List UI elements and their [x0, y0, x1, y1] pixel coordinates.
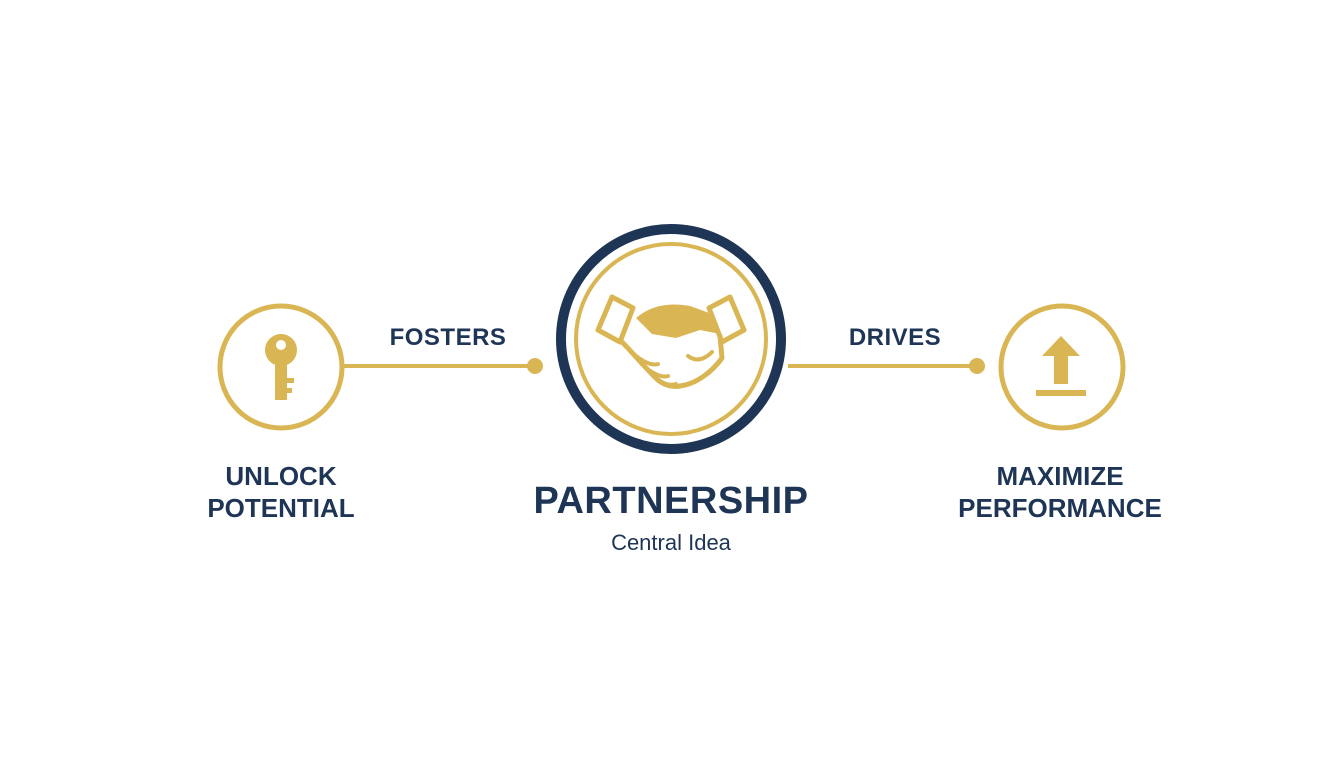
connector-label-drives: DRIVES: [848, 324, 942, 351]
connector-label-fosters: FOSTERS: [389, 324, 507, 351]
right-node-title-line1: MAXIMIZE: [996, 461, 1124, 491]
right-node-title-line2: PERFORMANCE: [958, 493, 1162, 523]
key-icon: [265, 334, 297, 400]
right-node-title: MAXIMIZE PERFORMANCE: [938, 460, 1182, 524]
center-node-title: PARTNERSHIP: [533, 480, 809, 522]
left-node-circle: [217, 303, 345, 431]
arrow-up-icon: [1036, 336, 1086, 396]
connector-drives: [788, 358, 985, 374]
left-node-title-line1: UNLOCK: [225, 461, 337, 491]
left-node-title-line2: POTENTIAL: [207, 493, 355, 523]
connector-dot-left: [527, 358, 543, 374]
handshake-icon: [595, 294, 747, 389]
right-node-circle: [998, 303, 1126, 431]
center-node-circle: [556, 224, 786, 454]
center-node-subtitle: Central Idea: [611, 530, 731, 555]
left-node-title: UNLOCK POTENTIAL: [178, 460, 384, 524]
connector-dot-right: [969, 358, 985, 374]
connector-fosters: [343, 358, 543, 374]
